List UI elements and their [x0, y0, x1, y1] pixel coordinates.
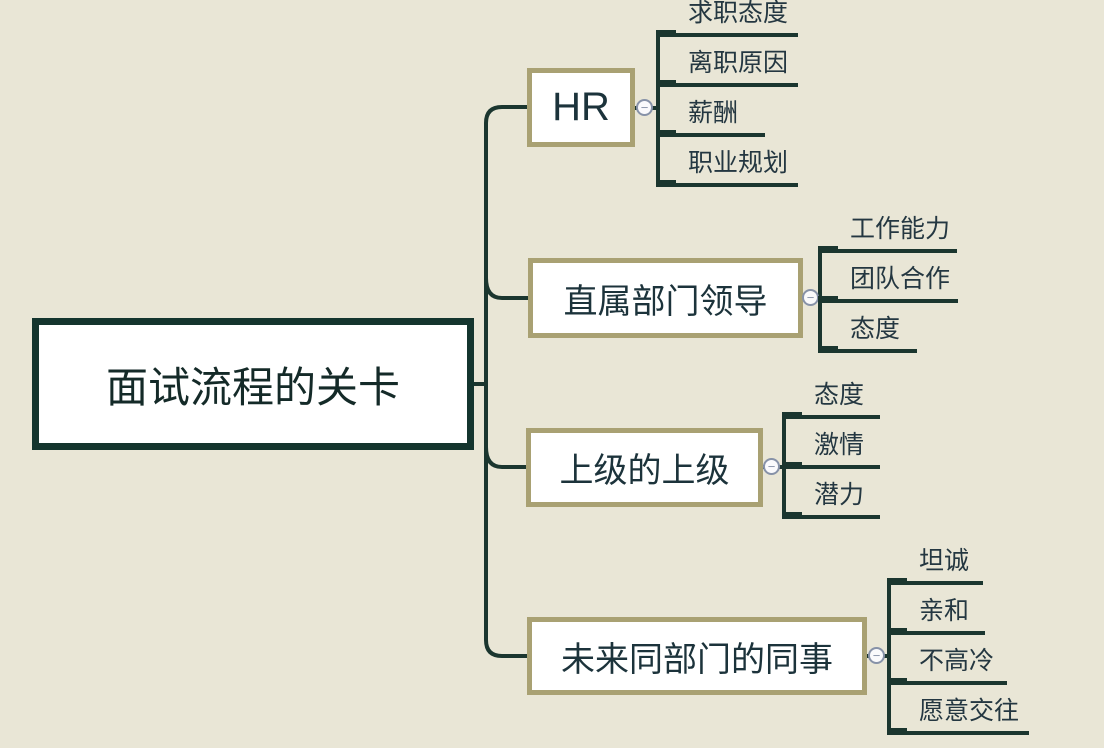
child-underline: [887, 631, 985, 635]
collapse-indicator-icon[interactable]: −: [802, 289, 819, 306]
child-topic[interactable]: 态度: [818, 313, 917, 353]
child-connector-nub: [656, 80, 676, 87]
child-topic[interactable]: 职业规划: [656, 147, 798, 187]
branch-topic-direct-leader[interactable]: 直属部门领导: [528, 258, 803, 338]
branch-topic-label: 直属部门领导: [563, 282, 768, 321]
child-topic[interactable]: 态度: [782, 379, 880, 419]
child-connector-nub: [782, 412, 802, 419]
child-topic[interactable]: 潜力: [782, 479, 880, 519]
child-underline: [818, 299, 958, 303]
child-connector-nub: [782, 462, 802, 469]
child-underline: [818, 349, 917, 353]
child-topic[interactable]: 亲和: [887, 595, 985, 635]
child-topic-label: 求职态度: [688, 0, 789, 27]
child-topic[interactable]: 求职态度: [656, 0, 798, 37]
child-underline: [656, 133, 765, 137]
collapse-indicator-icon[interactable]: −: [868, 647, 885, 664]
child-connector-nub: [887, 578, 907, 585]
child-topic[interactable]: 团队合作: [818, 263, 958, 303]
root-topic-label: 面试流程的关卡: [105, 363, 400, 411]
branch-topic-label: HR: [552, 85, 610, 129]
child-underline: [656, 83, 798, 87]
branch3-connector-line: [484, 446, 526, 469]
child-underline: [782, 515, 880, 519]
child-topic[interactable]: 工作能力: [818, 213, 957, 253]
child-topic-label: 坦诚: [919, 547, 970, 575]
branch-topic-skip-level[interactable]: 上级的上级: [526, 428, 763, 507]
minus-icon: −: [640, 100, 649, 115]
trunk-line: [484, 105, 527, 658]
child-underline: [818, 249, 957, 253]
child-topic[interactable]: 薪酬: [656, 97, 765, 137]
child-underline: [782, 415, 880, 419]
child-underline: [782, 465, 880, 469]
branch-topic-future-colleagues[interactable]: 未来同部门的同事: [527, 617, 867, 695]
child-topic-label: 态度: [814, 381, 865, 409]
child-underline: [656, 33, 798, 37]
child-topic[interactable]: 愿意交往: [887, 695, 1029, 735]
child-connector-nub: [887, 628, 907, 635]
child-topic-label: 亲和: [919, 597, 970, 625]
branch-topic-label: 未来同部门的同事: [561, 640, 833, 679]
root-topic[interactable]: 面试流程的关卡: [32, 318, 474, 450]
minus-icon: −: [872, 648, 881, 663]
child-topic-label: 团队合作: [850, 265, 951, 293]
branch-topic-label: 上级的上级: [559, 452, 730, 490]
child-topic[interactable]: 坦诚: [887, 545, 983, 585]
child-connector-nub: [656, 180, 676, 187]
child-topic-label: 激情: [814, 431, 865, 459]
minus-icon: −: [806, 290, 815, 305]
child-connector-nub: [782, 512, 802, 519]
child-connector-nub: [818, 246, 838, 253]
child-connector-nub: [818, 296, 838, 303]
branch-topic-hr[interactable]: HR: [527, 68, 635, 147]
child-topic-label: 离职原因: [688, 49, 789, 77]
child-connector-nub: [818, 346, 838, 353]
child-topic-label: 工作能力: [850, 215, 951, 243]
child-underline: [887, 681, 1007, 685]
collapse-indicator-icon[interactable]: −: [763, 458, 780, 475]
minus-icon: −: [767, 459, 776, 474]
child-topic-label: 态度: [850, 315, 901, 343]
branch2-connector-line: [484, 277, 528, 300]
child-underline: [656, 183, 798, 187]
child-connector-nub: [887, 728, 907, 735]
child-topic[interactable]: 激情: [782, 429, 880, 469]
child-underline: [887, 581, 983, 585]
child-topic-label: 愿意交往: [919, 697, 1020, 725]
child-connector-nub: [887, 678, 907, 685]
child-connector-nub: [656, 30, 676, 37]
child-underline: [887, 731, 1029, 735]
child-topic[interactable]: 离职原因: [656, 47, 798, 87]
child-topic-label: 不高冷: [919, 647, 995, 675]
child-topic-label: 职业规划: [688, 149, 789, 177]
child-connector-nub: [656, 130, 676, 137]
collapse-indicator-icon[interactable]: −: [636, 99, 653, 116]
child-topic-label: 潜力: [814, 481, 865, 509]
child-topic-label: 薪酬: [688, 99, 739, 127]
child-topic[interactable]: 不高冷: [887, 645, 1007, 685]
